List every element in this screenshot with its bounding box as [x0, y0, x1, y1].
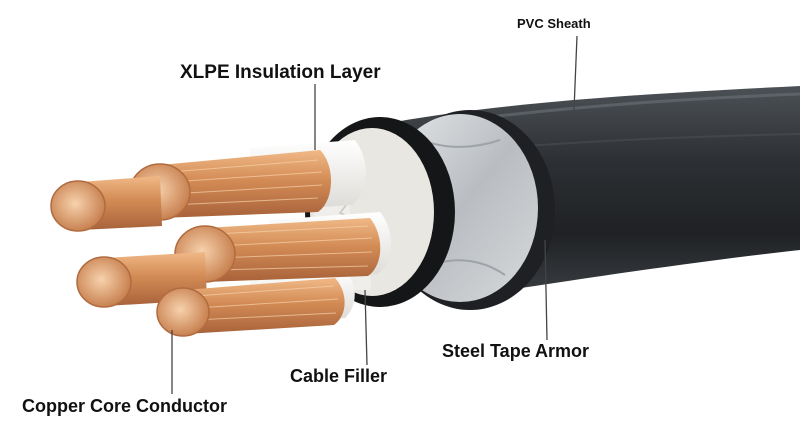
- leader-lines: [171, 35, 578, 394]
- label-steel-tape-armor: Steel Tape Armor: [442, 341, 590, 361]
- label-cable-filler: Cable Filler: [290, 366, 388, 386]
- leader-cable-filler: [364, 289, 368, 366]
- label-copper-core: Copper Core Conductor: [22, 396, 227, 416]
- leader-pvc-sheath: [573, 35, 578, 111]
- leader-steel-armor: [544, 239, 548, 341]
- label-pvc-sheath: PVC Sheath: [517, 16, 591, 31]
- copper-conductors: [50, 150, 381, 337]
- label-xlpe-insulation: XLPE Insulation Layer: [180, 62, 381, 83]
